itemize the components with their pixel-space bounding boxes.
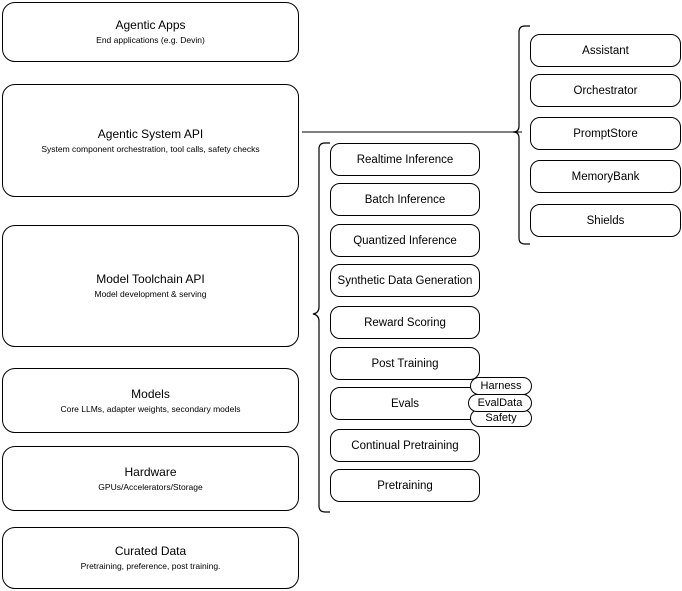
- eval-tag-safety[interactable]: Safety: [470, 409, 532, 427]
- layer-subtitle: Pretraining, preference, post training.: [80, 561, 221, 571]
- layer-title: Models: [131, 386, 170, 401]
- eval-tag-harness[interactable]: Harness: [470, 377, 532, 395]
- layer-curated-data[interactable]: Curated Data Pretraining, preference, po…: [2, 527, 299, 589]
- system-component-orchestrator[interactable]: Orchestrator: [530, 74, 681, 107]
- system-component-memorybank[interactable]: MemoryBank: [530, 160, 681, 193]
- capability-continual-pretraining[interactable]: Continual Pretraining: [330, 429, 480, 462]
- layer-title: Curated Data: [114, 544, 187, 558]
- capability-label: Pretraining: [377, 479, 433, 492]
- capability-realtime-inference[interactable]: Realtime Inference: [330, 143, 480, 176]
- system-component-label: Assistant: [582, 44, 629, 57]
- capability-label: Realtime Inference: [356, 153, 454, 166]
- capability-label: Post Training: [371, 357, 439, 370]
- layer-title: Agentic Apps: [115, 18, 186, 32]
- eval-tag-label: Harness: [480, 380, 522, 392]
- toolchain-capabilities-bracket: [312, 142, 330, 513]
- capability-synthetic-data-generation[interactable]: Synthetic Data Generation: [330, 264, 480, 297]
- layer-agentic-system-api[interactable]: Agentic System API System component orch…: [2, 84, 299, 197]
- capability-label: Reward Scoring: [364, 316, 446, 329]
- system-component-label: Orchestrator: [573, 84, 638, 97]
- layer-subtitle: System component orchestration, tool cal…: [41, 143, 260, 154]
- layer-title: Agentic System API: [97, 126, 204, 141]
- layer-subtitle: End applications (e.g. Devin): [96, 35, 205, 45]
- capability-pretraining[interactable]: Pretraining: [330, 469, 480, 502]
- capability-label: Evals: [390, 397, 420, 410]
- layer-subtitle: GPUs/Accelerators/Storage: [98, 481, 203, 492]
- capability-evals[interactable]: Evals: [330, 387, 480, 420]
- system-component-shields[interactable]: Shields: [530, 204, 681, 237]
- layer-subtitle: Model development & serving: [94, 289, 207, 299]
- system-component-label: MemoryBank: [571, 170, 640, 183]
- capability-batch-inference[interactable]: Batch Inference: [330, 183, 480, 216]
- layer-subtitle: Core LLMs, adapter weights, secondary mo…: [60, 403, 241, 414]
- system-component-label: Shields: [586, 214, 625, 227]
- eval-tag-label: EvalData: [477, 397, 523, 409]
- capability-quantized-inference[interactable]: Quantized Inference: [330, 224, 480, 257]
- capability-label: Continual Pretraining: [351, 439, 459, 452]
- system-component-promptstore[interactable]: PromptStore: [530, 117, 681, 150]
- capability-label: Quantized Inference: [353, 234, 457, 247]
- layer-title: Hardware: [124, 464, 177, 479]
- capability-label: Batch Inference: [364, 193, 446, 206]
- system-component-label: PromptStore: [573, 127, 638, 140]
- layer-model-toolchain-api[interactable]: Model Toolchain API Model development & …: [2, 225, 299, 347]
- system-component-assistant[interactable]: Assistant: [530, 34, 681, 67]
- layer-agentic-apps[interactable]: Agentic Apps End applications (e.g. Devi…: [2, 2, 299, 62]
- layer-title: Model Toolchain API: [96, 272, 205, 286]
- capability-reward-scoring[interactable]: Reward Scoring: [330, 306, 480, 339]
- layer-models[interactable]: Models Core LLMs, adapter weights, secon…: [2, 368, 299, 433]
- system-components-bracket: [512, 25, 530, 245]
- eval-tag-evaldata[interactable]: EvalData: [468, 394, 532, 412]
- capability-post-training[interactable]: Post Training: [330, 347, 480, 380]
- eval-tag-label: Safety: [485, 412, 517, 424]
- layer-hardware[interactable]: Hardware GPUs/Accelerators/Storage: [2, 446, 299, 511]
- capability-label: Synthetic Data Generation: [337, 274, 473, 287]
